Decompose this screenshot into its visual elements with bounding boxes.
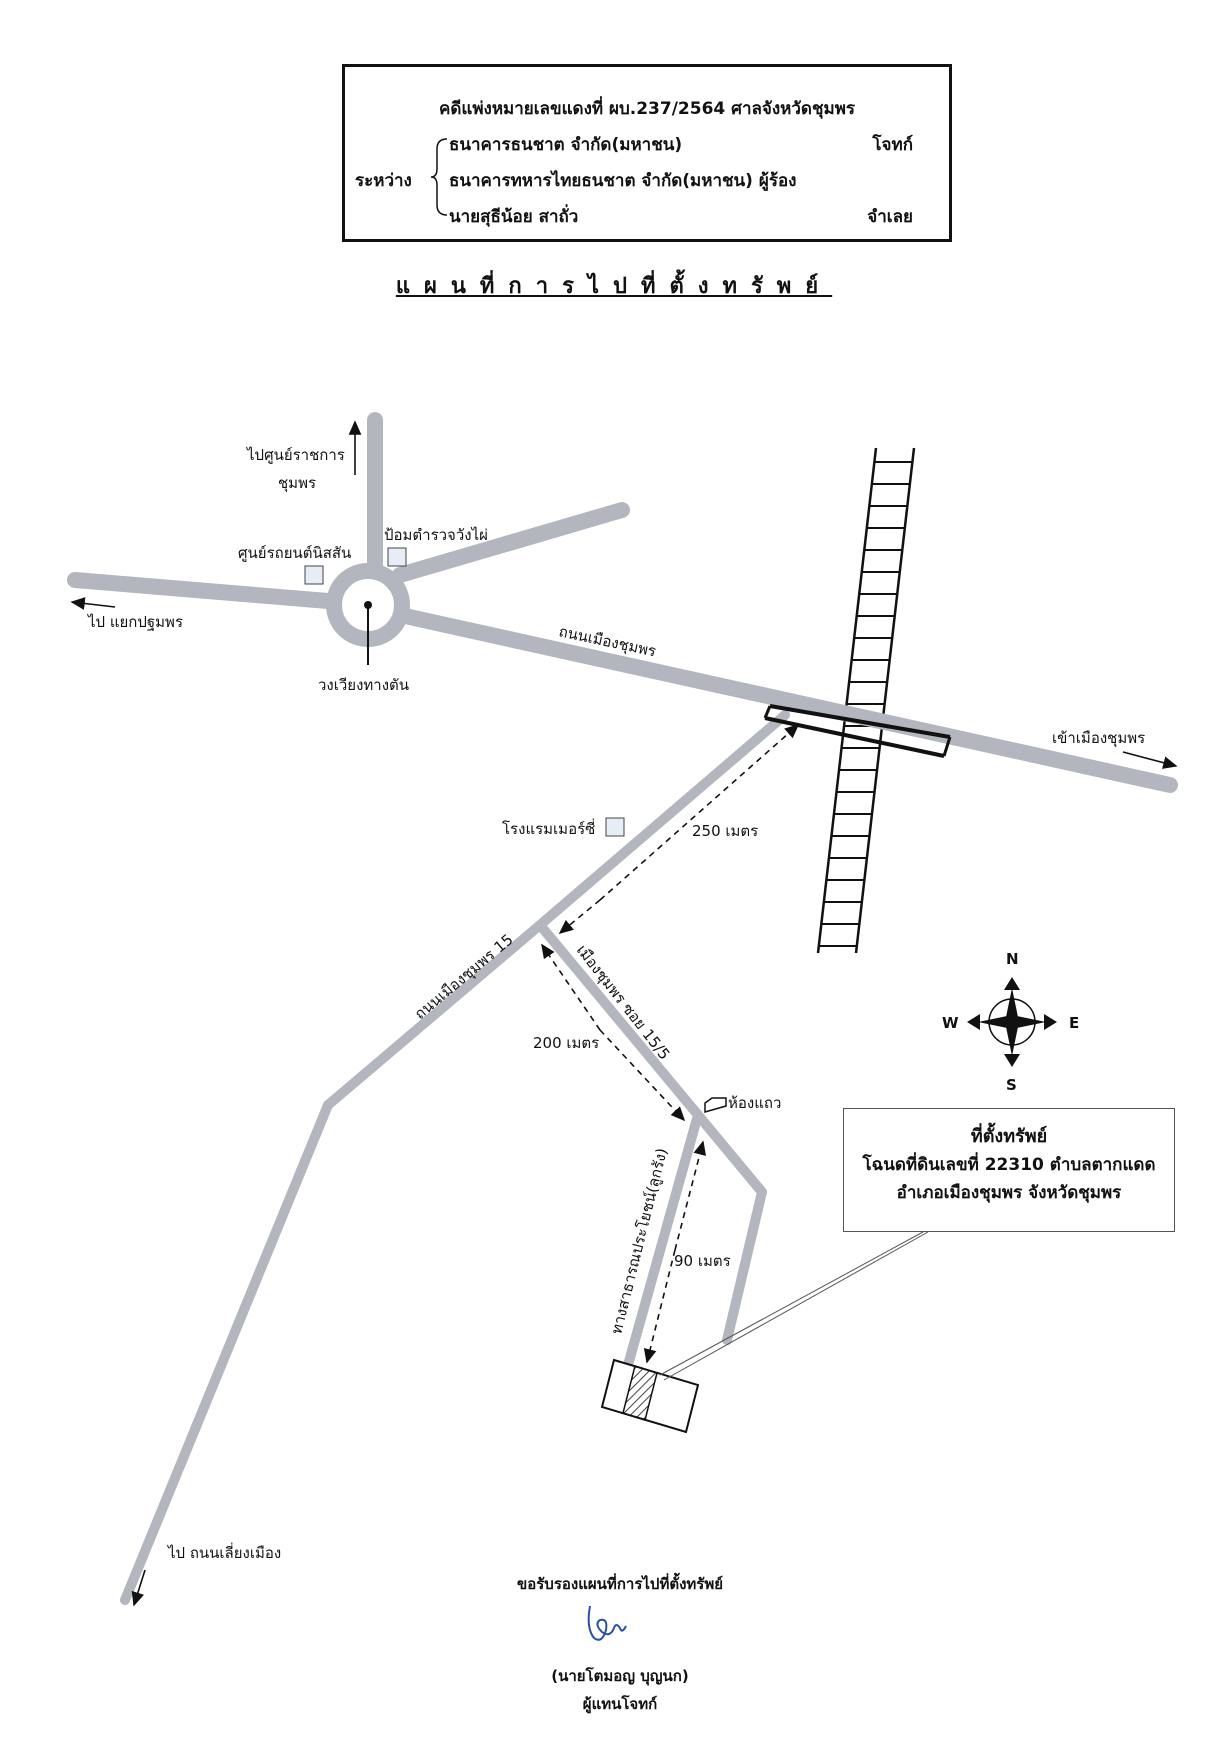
- location-deed: โฉนดที่ดินเลขที่ 22310 ตำบลตากแดด: [862, 1155, 1156, 1175]
- label-dist-200: 200 เมตร: [533, 1034, 599, 1052]
- brace-icon: [430, 138, 448, 216]
- roundabout: [326, 563, 410, 665]
- case-header-box: คดีแพ่งหมายเลขแดงที่ ผบ.237/2564 ศาลจังห…: [342, 64, 952, 242]
- signature-icon: [587, 1605, 627, 1641]
- direction-arrows: [70, 420, 1178, 1607]
- shophouse-icon: [704, 1097, 727, 1113]
- location-district: อำเภอเมืองชุมพร จังหวัดชุมพร: [896, 1183, 1122, 1203]
- arrow-east: [1122, 751, 1178, 769]
- location-info-box: ที่ตั้งทรัพย์ โฉนดที่ดินเลขที่ 22310 ตำบ…: [843, 1108, 1175, 1232]
- role-plaintiff: โจทก์: [872, 135, 913, 155]
- label-roundabout: วงเวียงทางตัน: [318, 676, 409, 694]
- leader-line: [659, 1231, 924, 1376]
- label-to-bypass: ไป ถนนเลี่ยงเมือง: [167, 1542, 281, 1562]
- certify-text: ขอรับรองแผนที่การไปที่ตั้งทรัพย์: [516, 1575, 724, 1593]
- leader-line: [663, 1231, 929, 1381]
- roads: [67, 412, 1178, 1605]
- between-label: ระหว่าง: [355, 171, 412, 191]
- label-to-gov-center: ไปศูนย์ราชการ: [246, 446, 345, 464]
- road-northeast: [392, 502, 630, 583]
- label-police-box: ป้อมตำรวจวังไผ่: [384, 526, 488, 544]
- compass-w: W: [942, 1014, 959, 1032]
- party-defendant: นายสุธีน้อย สาถั่ว: [449, 207, 579, 227]
- road-15-upper: [535, 710, 790, 930]
- compass-e: E: [1069, 1014, 1079, 1032]
- dist-90-arrow-a: [674, 1140, 706, 1251]
- distance-arrows: [541, 723, 800, 1364]
- role-defendant: จำเลย: [867, 207, 913, 227]
- road-soi-15-5: [535, 920, 703, 1120]
- road-public-way: [623, 1110, 703, 1370]
- compass-n: N: [1006, 950, 1019, 968]
- road-soi-east-south: [722, 1187, 767, 1345]
- label-hotel: โรงแรมเมอร์ซี่: [502, 818, 595, 838]
- road-15-lower: [323, 920, 545, 1110]
- label-shophouse: ห้องแถว: [728, 1094, 781, 1112]
- police-box-marker: [387, 547, 407, 567]
- dist-200-arrow-b: [599, 1029, 686, 1122]
- property-parcel: [600, 1358, 700, 1434]
- location-title: ที่ตั้งทรัพย์: [970, 1126, 1048, 1147]
- label-to-city: เข้าเมืองชุมพร: [1052, 729, 1145, 748]
- label-car-center: ศูนย์รถยนต์นิสสัน: [238, 544, 351, 562]
- compass-rose-icon: N S E W: [942, 950, 1079, 1094]
- label-dist-90: 90 เมตร: [674, 1252, 731, 1270]
- arrow-southwest: [131, 1569, 146, 1607]
- road-west: [67, 572, 348, 610]
- compass-s: S: [1006, 1076, 1017, 1094]
- road-main: [397, 608, 1178, 793]
- dist-90-arrow-b: [643, 1249, 676, 1364]
- label-to-gov-center-2: ชุมพร: [278, 474, 316, 493]
- hotel-marker: [605, 817, 625, 837]
- party-petitioner: ธนาคารทหารไทยธนชาต จำกัด(มหาชน) ผู้ร้อง: [449, 171, 797, 191]
- certifier-name: (นายโตมอญ บุญนก): [551, 1667, 689, 1685]
- car-center-marker: [304, 565, 324, 585]
- label-dist-250: 250 เมตร: [692, 822, 758, 840]
- dist-250-arrow-a: [558, 899, 601, 935]
- certifier-title: ผู้แทนโจทก์: [582, 1695, 658, 1713]
- label-road-15: ถนนเมืองชุมพร 15: [411, 930, 517, 1023]
- arrow-west: [70, 597, 116, 610]
- railway: [816, 447, 916, 954]
- dist-250-arrow-b: [599, 723, 800, 901]
- road-soi-east: [693, 1110, 767, 1197]
- road-15-south: [120, 1100, 333, 1605]
- case-number: คดีแพ่งหมายเลขแดงที่ ผบ.237/2564 ศาลจังห…: [438, 99, 856, 119]
- party-plaintiff: ธนาคารธนชาต จำกัด(มหาชน): [449, 135, 683, 155]
- label-to-junction: ไป แยกปฐมพร: [87, 613, 183, 631]
- map-title: แผนที่การไปที่ตั้งทรัพย์: [395, 274, 833, 299]
